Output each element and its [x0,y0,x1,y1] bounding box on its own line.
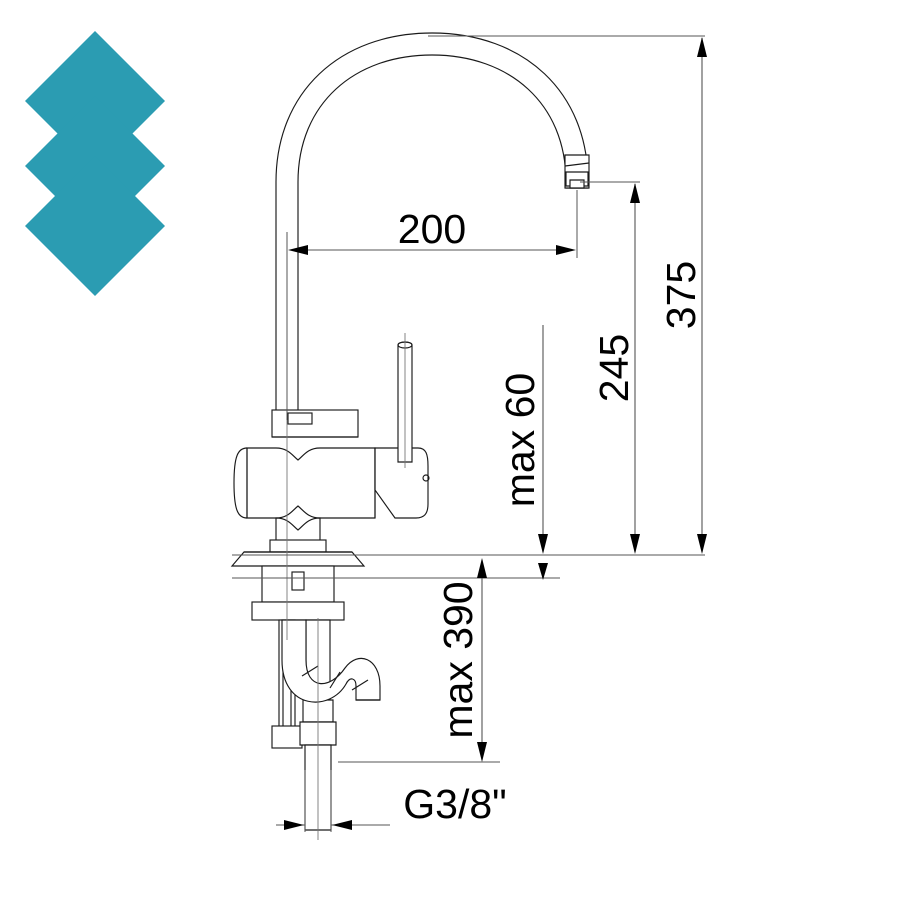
dim-label-max-390: max 390 [435,581,481,738]
dimension-hose-length-max-390: max 390 [338,558,500,763]
dimension-overall-height-375: 375 [428,35,707,554]
dim-label-max-60: max 60 [497,373,543,507]
shank-slot [291,571,305,591]
arrow-375-top [697,37,707,57]
dimension-reach-200: 200 [286,190,578,420]
mounting-nut [251,601,345,621]
arrow-max390-up [477,558,487,578]
arrow-200-left [288,245,308,255]
aerator-detail-line [564,162,590,167]
valve-body-left-cap [233,447,248,519]
hose-right-seg1 [301,665,319,677]
arrow-245-bottom [630,534,640,554]
dim-label-200: 200 [398,206,466,252]
dimension-thread-g38: G3/8" [276,770,507,832]
column-collar-notch [287,412,313,425]
chevron-diamond-logo [25,31,165,296]
arrow-max60-down-top [538,534,548,554]
hose-right-seg3 [351,679,369,691]
arrow-200-right [556,245,576,255]
arrow-g38-left [284,820,304,830]
handle-lever [374,447,429,519]
valve-body [246,447,376,519]
hose-right-seg2 [329,671,341,689]
column-collar [271,409,359,438]
stabiliser-nut [271,725,303,749]
spout-aerator-nozzle [569,179,585,189]
logo-chevron-middle [25,96,165,201]
arrow-max60-down-bottom [538,563,548,580]
base-escutcheon [230,551,366,567]
deck-reference-lines [232,554,705,579]
handle-pivot-dot [422,474,430,482]
faucet-outline [230,32,590,840]
base-shoulder [269,539,327,553]
arrow-245-top [630,183,640,203]
logo-chevron-top [25,31,165,136]
supply-hose-right [281,619,381,703]
arrow-g38-right [332,820,352,830]
arrow-375-bottom [697,534,707,554]
dimension-deck-thickness-max-60: max 60 [497,325,548,580]
dim-label-245: 245 [591,334,637,402]
arrow-max390-down [477,742,487,762]
logo-diamond-bottom [25,156,165,296]
dimension-spout-height-245: 245 [580,181,640,554]
dim-label-g38: G3/8" [403,781,506,827]
dim-label-375: 375 [658,261,704,329]
